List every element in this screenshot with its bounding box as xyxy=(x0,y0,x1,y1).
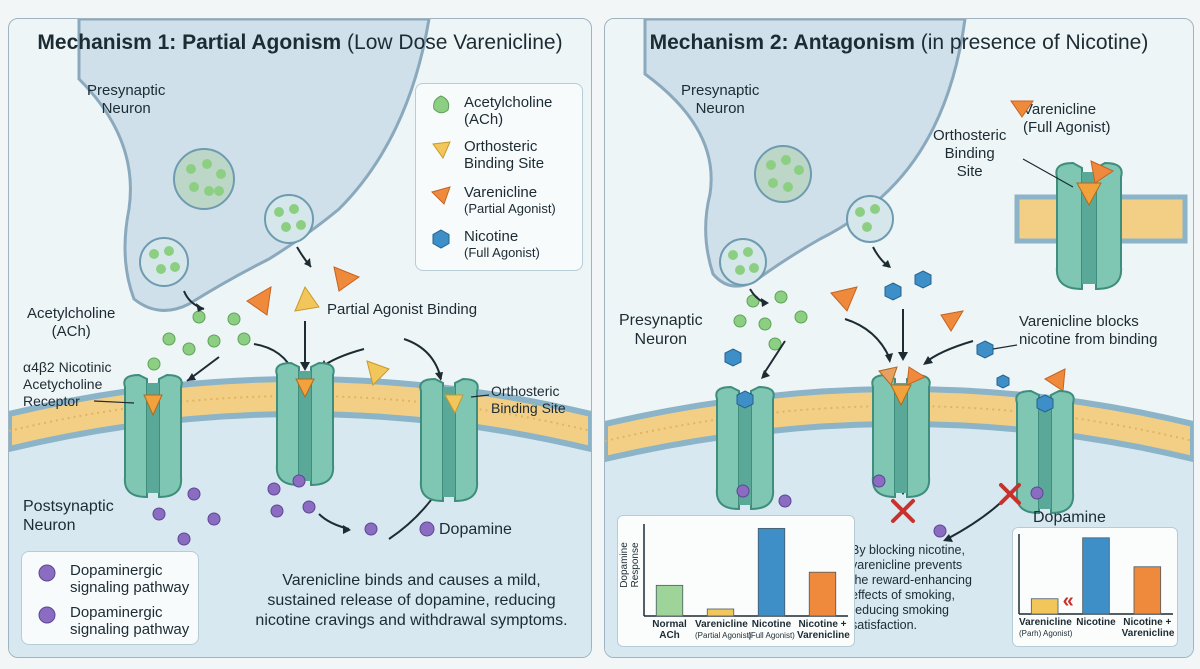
varenicline-blocks-label: Varenicline blocks nicotine from binding xyxy=(1019,313,1158,348)
legend-item-orthosteric: Orthosteric Binding Site xyxy=(430,138,544,172)
chart-plot-area xyxy=(1018,534,1173,615)
dopamine-comparison-chart: Varenicline(Parh) Agonist)Nicotine Nicoti… xyxy=(1012,527,1178,647)
nicotinic-receptor xyxy=(419,377,479,503)
bar-0 xyxy=(1030,598,1059,615)
dopamine-label: Dopamine xyxy=(1033,509,1106,526)
x-tick-text: Nicotine xyxy=(1076,617,1116,628)
y-axis-label: Dopamine Response xyxy=(619,542,641,588)
partial-agonism-caption: Varenicline binds and causes a mild, sus… xyxy=(255,572,568,629)
receptor-label: α4β2 Nicotinic Acetycholine Receptor xyxy=(23,359,112,409)
reduction-marker: « xyxy=(1062,590,1074,612)
antagonism-caption: By blocking nicotine, varenicline preven… xyxy=(851,543,972,632)
legend-item-nicotine: Nicotine(Full Agonist) xyxy=(430,228,540,261)
varenicline-icon xyxy=(1010,100,1034,118)
synaptic-vesicle xyxy=(846,195,894,243)
dopamine-label: Dopamine xyxy=(439,521,512,538)
synaptic-vesicle xyxy=(264,194,314,244)
x-tick-text: Nicotine + Varenicline xyxy=(1121,617,1175,639)
varenicline-molecules xyxy=(830,286,1066,392)
x-tick-text: Varenicline xyxy=(1019,617,1072,628)
x-tick-text: Normal ACh xyxy=(652,619,687,641)
x-tick-label: Nicotine + Varenicline xyxy=(1121,617,1175,639)
orthosteric-site-icon xyxy=(432,141,451,160)
x-tick-label: Varenicline(Partial Agonist) xyxy=(695,619,752,641)
panel-title: Mechanism 2: Antagonism (in presence of … xyxy=(649,31,1149,54)
nicotine-icon xyxy=(432,229,450,249)
presynaptic-neuron xyxy=(643,19,967,288)
x-tick-label: Normal ACh xyxy=(644,619,695,641)
varenicline-molecules xyxy=(246,266,361,316)
orthosteric-binding-site-label: Orthosteric Binding Site xyxy=(933,127,1007,180)
bar-3 xyxy=(808,571,837,617)
x-tick-text: Nicotine xyxy=(751,619,792,630)
x-tick-subtext: (Full Agonist) xyxy=(748,631,795,640)
nicotinic-receptor xyxy=(1015,389,1075,515)
nicotinic-receptor xyxy=(715,385,775,511)
bar-0 xyxy=(655,584,684,617)
legend-item-acetylcholine: Acetylcholine (ACh) xyxy=(430,94,552,128)
block-cross-icon xyxy=(891,499,915,523)
dopamine-icon xyxy=(38,606,56,624)
dopamine-molecules xyxy=(152,474,435,546)
x-tick-subtext: (Partial Agonist) xyxy=(695,631,752,640)
x-tick-text: Varenicline xyxy=(695,619,748,630)
nicotinic-receptor xyxy=(871,366,931,499)
presynaptic-neuron-label: Presynaptic Neuron xyxy=(87,82,166,117)
inset-receptor xyxy=(1055,160,1123,291)
chart-plot-area xyxy=(643,524,848,617)
presynaptic-neuron-side-label: Presynaptic Neuron xyxy=(619,312,703,348)
orthosteric-binding-site-label: Orthosteric Binding Site xyxy=(491,383,566,416)
block-cross-icon xyxy=(999,483,1021,505)
x-tick-label: Varenicline(Parh) Agonist) xyxy=(1019,617,1073,639)
orthosteric-molecules xyxy=(294,285,390,386)
bar-2 xyxy=(1133,566,1162,615)
bar-2 xyxy=(757,527,786,617)
dopamine-icon xyxy=(38,564,56,582)
panel-title: Mechanism 1: Partial Agonism (Low Dose V… xyxy=(37,31,563,54)
presynaptic-neuron xyxy=(77,19,431,312)
varenicline-legend xyxy=(1010,83,1185,137)
nicotine-molecules xyxy=(724,270,1010,389)
x-tick-label: Nicotine + Varenicline xyxy=(797,619,850,641)
acetylcholine-label: Acetylcholine (ACh) xyxy=(27,305,116,340)
nicotinic-receptor xyxy=(123,373,183,499)
dopamine-molecules xyxy=(736,474,1044,538)
nicotinic-receptor xyxy=(275,361,335,487)
presynaptic-neuron-label: Presynaptic Neuron xyxy=(681,82,760,117)
bar-1 xyxy=(706,608,735,617)
bar-1 xyxy=(1082,537,1110,615)
postsynaptic-neuron-label: Postsynaptic Neuron xyxy=(23,498,114,534)
acetylcholine-molecules xyxy=(733,290,808,351)
synaptic-vesicle xyxy=(754,145,812,203)
legend-item-varenicline: Varenicline(Partial Agonist) xyxy=(430,184,556,217)
synaptic-vesicle xyxy=(139,237,189,287)
x-tick-subtext: (Parh) Agonist) xyxy=(1019,629,1073,638)
x-tick-text: Nicotine + Varenicline xyxy=(797,619,850,641)
pathway-legend-item: Dopaminergic signaling pathway xyxy=(36,562,189,596)
partial-agonist-binding-label: Partial Agonist Binding xyxy=(327,301,478,318)
x-tick-label: Nicotine(Full Agonist) xyxy=(746,619,797,641)
synaptic-vesicle xyxy=(719,238,767,286)
x-tick-label: Nicotine xyxy=(1070,617,1121,628)
pathway-legend-item: Dopaminergic signaling pathway xyxy=(36,604,189,638)
pathway-legend: Dopaminergic signaling pathway Dopaminer… xyxy=(21,551,199,645)
acetylcholine-icon xyxy=(433,95,450,114)
synaptic-vesicle xyxy=(173,148,235,210)
varenicline-full-agonist-label: Varenicline (Full Agonist) xyxy=(1023,101,1111,136)
panel-partial-agonism: Mechanism 1: Partial Agonism (Low Dose V… xyxy=(8,18,592,658)
varenicline-icon xyxy=(431,186,451,205)
molecule-legend: Acetylcholine (ACh) Orthosteric Binding … xyxy=(415,83,583,271)
